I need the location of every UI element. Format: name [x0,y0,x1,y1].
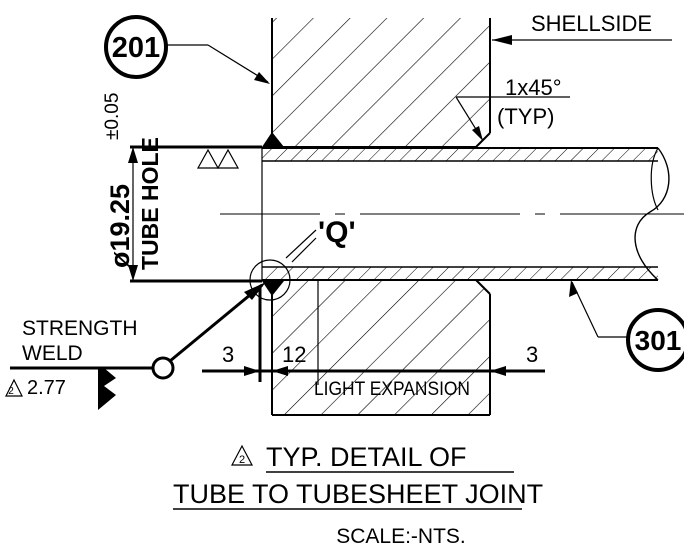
bubble-301: 301 [569,280,684,372]
title-block: 2 TYP. DETAIL OF TUBE TO TUBESHEET JOINT… [173,442,543,548]
weld-fillet-bottom [262,281,284,296]
scale-label: SCALE:-NTS. [336,525,466,548]
svg-text:201: 201 [112,32,160,64]
bubble-201: 201 [104,15,270,84]
svg-text:2: 2 [239,454,245,466]
tube-hole-dimension: ±0.05 ø19.25 TUBE HOLE [102,93,262,283]
shellside-leader: SHELLSIDE [492,11,672,45]
title-line-1: TYP. DETAIL OF [266,442,467,472]
strength-weld-symbol: STRENGTH WELD 2 2.77 [5,282,266,410]
tube [220,147,684,281]
svg-text:2: 2 [8,386,14,397]
svg-text:'Q': 'Q' [318,216,356,249]
svg-text:2.77: 2.77 [27,377,66,399]
svg-text:±0.05: ±0.05 [102,93,123,140]
title-line-2: TUBE TO TUBESHEET JOINT [173,479,543,509]
svg-text:TUBE HOLE: TUBE HOLE [137,137,163,270]
svg-text:1x45°: 1x45° [505,75,562,100]
svg-text:STRENGTH: STRENGTH [22,317,138,340]
svg-text:3: 3 [222,342,234,367]
tubesheet-upper [271,18,491,148]
svg-text:301: 301 [635,325,682,356]
svg-text:12: 12 [282,342,306,367]
tubesheet-lower [271,279,491,416]
detail-q-marker: 'Q' [249,216,356,301]
svg-text:WELD: WELD [22,342,83,365]
svg-text:ø19.25: ø19.25 [105,184,135,268]
svg-text:3: 3 [526,342,538,367]
weld-fillet-top [262,132,284,147]
svg-text:SHELLSIDE: SHELLSIDE [531,11,652,36]
svg-text:LIGHT EXPANSION: LIGHT EXPANSION [314,379,470,400]
chamfer-callout: 1x45° (TYP) [455,75,570,141]
expansion-dimension: 3 12 3 LIGHT EXPANSION [202,288,545,400]
svg-text:(TYP): (TYP) [497,104,554,129]
